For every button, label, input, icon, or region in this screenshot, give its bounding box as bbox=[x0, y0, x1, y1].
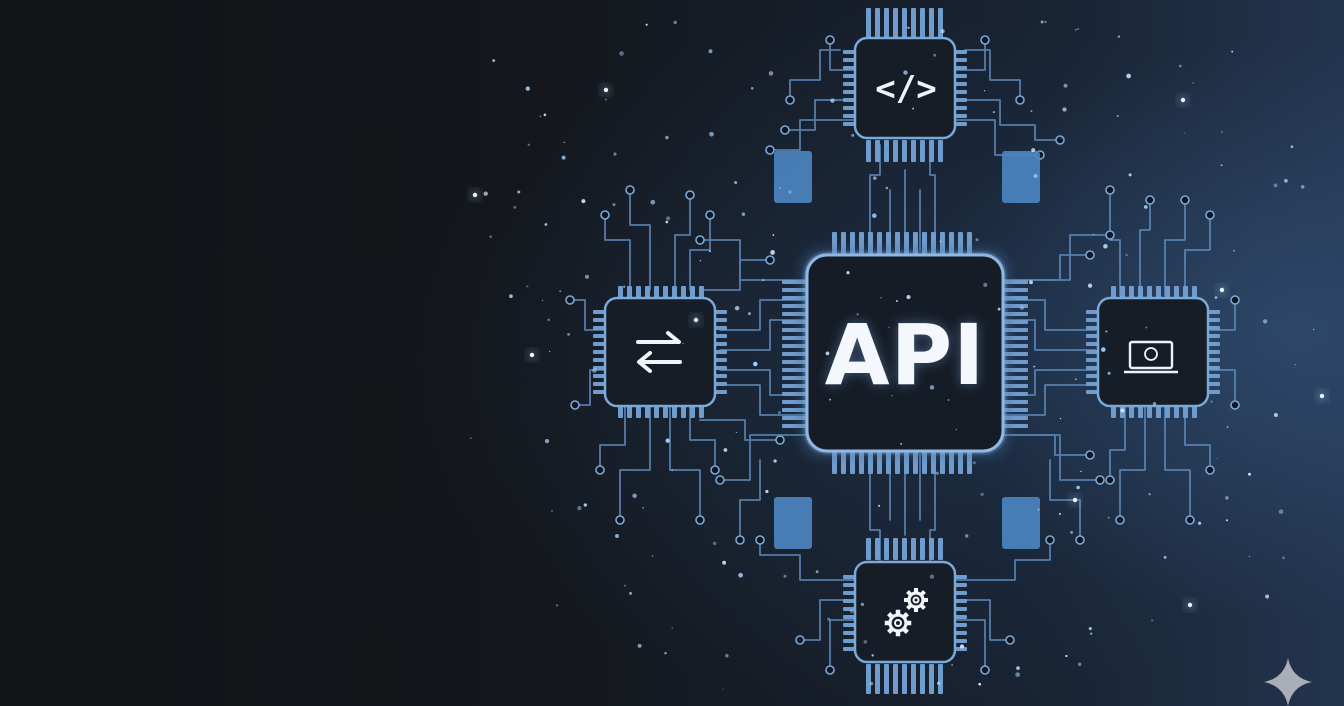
laptop-icon bbox=[1124, 340, 1178, 374]
code-icon: </> bbox=[875, 69, 937, 109]
square-pads bbox=[774, 151, 1040, 549]
gears-icon bbox=[888, 591, 925, 633]
api-label: API bbox=[824, 306, 986, 404]
pad-bottom-right bbox=[1002, 497, 1040, 549]
bottom-chip bbox=[853, 560, 957, 664]
glowing-particles bbox=[470, 20, 1326, 690]
pad-top-left bbox=[774, 151, 812, 203]
center-chip bbox=[800, 248, 1010, 458]
pad-top-right bbox=[1002, 151, 1040, 203]
right-chip bbox=[1096, 296, 1210, 408]
trace-nodes bbox=[565, 35, 1240, 675]
sparkle-icon bbox=[1264, 658, 1312, 706]
pad-bottom-left bbox=[774, 497, 812, 549]
top-chip bbox=[853, 36, 957, 140]
exchange-arrows-icon bbox=[636, 331, 682, 373]
left-chip bbox=[603, 296, 717, 408]
